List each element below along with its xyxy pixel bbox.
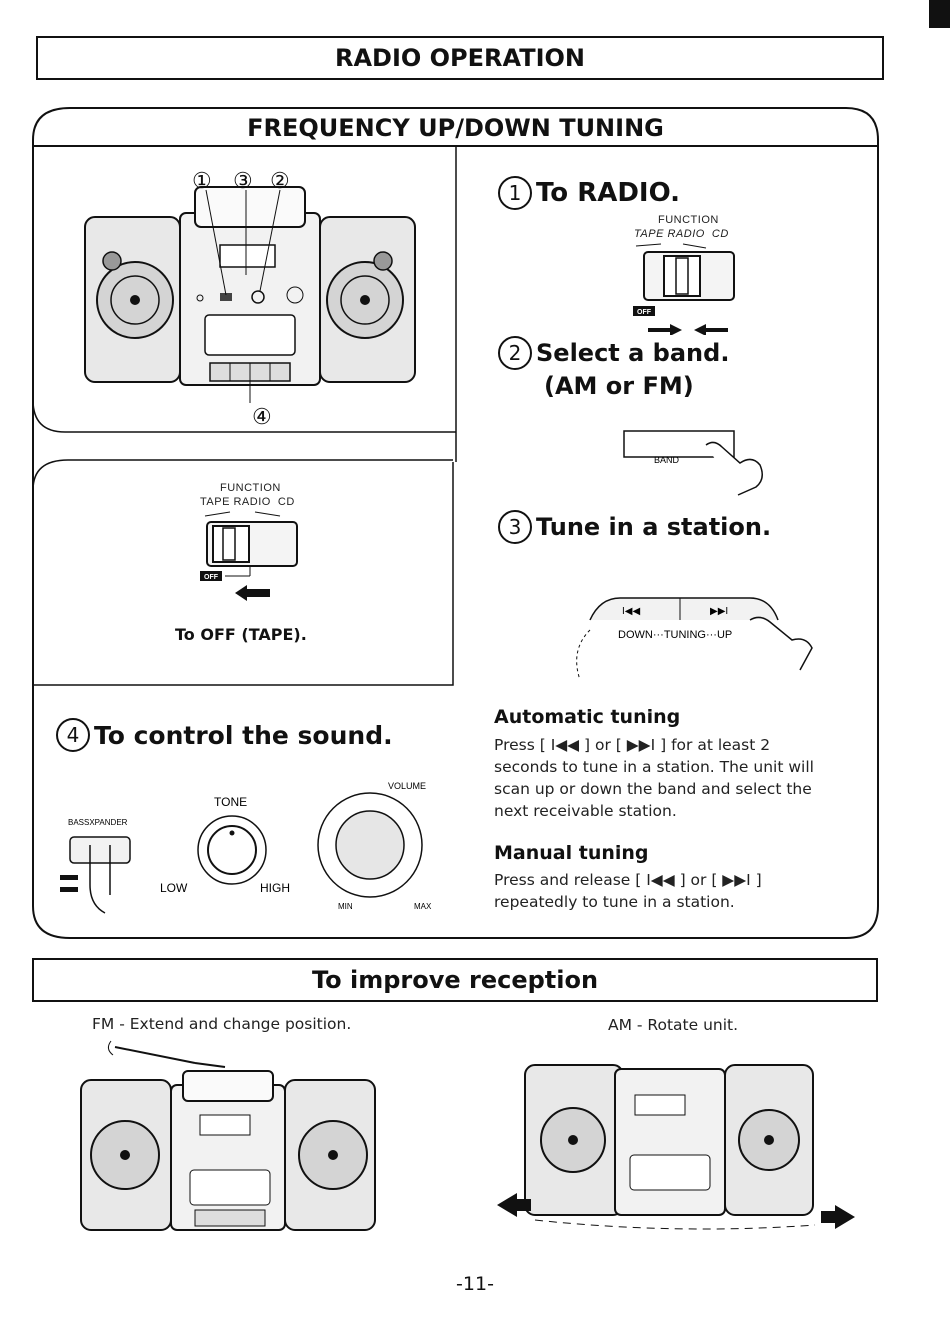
step1-number: 1 (498, 176, 532, 210)
step3-number: 3 (498, 510, 532, 544)
auto-tuning-text: Press [ I◀◀ ] or [ ▶▶I ] for at least 2 … (494, 736, 814, 820)
boombox-illustration (84, 186, 416, 403)
bass-label: BASSXPANDER (68, 818, 128, 827)
next-button-symbol: ▶▶I (710, 606, 728, 617)
step1-function-label: FUNCTION (658, 214, 719, 226)
step2-line2: (AM or FM) (544, 372, 694, 400)
off-function-label: FUNCTION (220, 482, 281, 494)
page-title-box: RADIO OPERATION (36, 36, 884, 80)
band-label: BAND (654, 455, 680, 465)
off-badge-text: OFF (204, 574, 219, 581)
step3-text: Tune in a station. (536, 513, 772, 541)
callout-4: ④ (252, 404, 272, 429)
freq-section-title: FREQUENCY UP/DOWN TUNING (247, 114, 664, 142)
step2-line1: Select a band. (536, 339, 730, 367)
manual-tuning-heading: Manual tuning (494, 842, 649, 864)
volume-label: VOLUME (388, 781, 426, 791)
callout-3: ③ (233, 168, 253, 193)
off-switch-illustration: OFF (200, 511, 298, 601)
corner-bar (929, 0, 950, 28)
reception-title-box: To improve reception (32, 958, 878, 1002)
fm-boombox-illustration (80, 1040, 376, 1231)
high-label: HIGH (260, 881, 290, 895)
step4-heading: 4 To control the sound. (56, 718, 393, 752)
step4-number: 4 (56, 718, 90, 752)
step1-off-badge-text: OFF (637, 309, 652, 316)
min-label: MIN (338, 902, 353, 911)
step4-text: To control the sound. (94, 720, 393, 750)
callout-1: ① (192, 168, 212, 193)
page-number: -11- (456, 1273, 494, 1295)
step2-number: 2 (498, 336, 532, 370)
step2-heading: 2 Select a band. (AM or FM) (498, 336, 729, 402)
manual-tuning-text: Press and release [ I◀◀ ] or [ ▶▶I ] rep… (494, 871, 762, 911)
step1-switch-illustration: OFF (633, 243, 735, 335)
off-function-positions: TAPE RADIO CD (200, 496, 295, 508)
reception-title: To improve reception (311, 966, 599, 994)
freq-section-frame (32, 107, 879, 939)
callout-2: ② (270, 168, 290, 193)
tone-label: TONE (214, 795, 247, 809)
am-caption: AM - Rotate unit. (608, 1016, 739, 1034)
auto-tuning-heading: Automatic tuning (494, 706, 681, 728)
low-label: LOW (160, 881, 188, 895)
fm-caption: FM - Extend and change position. (92, 1015, 352, 1033)
max-label: MAX (414, 902, 432, 911)
off-caption: To OFF (TAPE). (175, 625, 307, 644)
step3-heading: 3 Tune in a station. (498, 510, 771, 544)
step1-heading: 1 To RADIO. (498, 176, 680, 210)
step1-text: To RADIO. (536, 178, 681, 208)
prev-button-symbol: I◀◀ (622, 606, 640, 617)
step1-function-positions: TAPE RADIO CD (634, 228, 729, 240)
page-title: RADIO OPERATION (334, 44, 586, 72)
tuning-label: DOWN···TUNING···UP (618, 629, 732, 641)
band-button-illustration: BAND (623, 430, 763, 496)
am-boombox-illustration (497, 1064, 855, 1230)
sound-controls-illustration: BASSXPANDER TONE LOW HIGH VOLUME MIN MAX (60, 781, 432, 914)
tuning-buttons-illustration: I◀◀ ▶▶I DOWN···TUNING···UP (576, 597, 813, 681)
